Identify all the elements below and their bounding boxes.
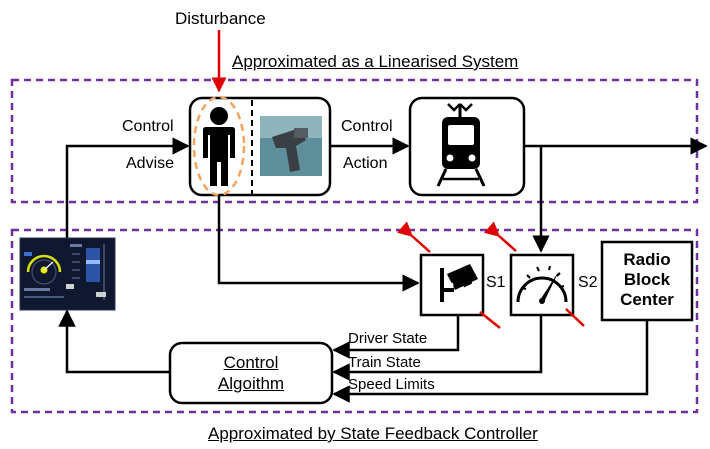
state-feedback-title: Approximated by State Feedback Controlle… xyxy=(208,424,538,443)
state-feedback-region xyxy=(10,228,699,414)
driver-highlight xyxy=(192,95,246,197)
control-action-label-1: Control xyxy=(341,118,393,135)
algorithm-to-display-arrow xyxy=(58,309,170,374)
driver-to-camera-arrow xyxy=(217,195,420,292)
radio-block-center-box xyxy=(600,240,694,322)
driver-state-label: Driver State xyxy=(348,330,428,347)
driver-state-line xyxy=(332,315,460,359)
control-advise-label-2: Advise xyxy=(126,155,175,172)
speedometer-sensor-box xyxy=(509,253,575,317)
camera-icon xyxy=(440,264,478,302)
cab-display-screen xyxy=(19,237,116,311)
person-icon xyxy=(203,107,235,186)
sensor-1-label: S1 xyxy=(486,274,506,291)
control-action-label-2: Action xyxy=(343,155,388,172)
radio-block-center-label: Radio Block Center xyxy=(602,250,692,310)
control-advise-arrow xyxy=(65,137,190,238)
speed-limits-line xyxy=(332,320,649,403)
algorithm-label-line-1: Control xyxy=(223,353,279,372)
rbc-label-line-3: Center xyxy=(620,290,674,309)
rbc-label-line-1: Radio xyxy=(623,250,671,269)
train-icon xyxy=(436,103,486,187)
attack-marks xyxy=(396,221,585,329)
disturbance-label: Disturbance xyxy=(175,9,266,28)
sensor-2-label: S2 xyxy=(578,274,598,291)
algorithm-label-line-2: Algoithm xyxy=(217,374,285,393)
control-algorithm-label: Control Algoithm xyxy=(170,352,332,394)
linearised-system-title: Approximated as a Linearised System xyxy=(232,52,519,71)
speedometer-icon xyxy=(516,265,568,304)
speed-limits-label: Speed Limits xyxy=(348,376,435,393)
linearised-system-region xyxy=(10,78,699,204)
train-state-line xyxy=(332,315,543,381)
rbc-label-line-2: Block xyxy=(623,270,671,289)
control-advise-label-1: Control xyxy=(122,118,174,135)
train-state-label: Train State xyxy=(348,354,421,371)
throttle-lever-photo xyxy=(260,116,322,176)
